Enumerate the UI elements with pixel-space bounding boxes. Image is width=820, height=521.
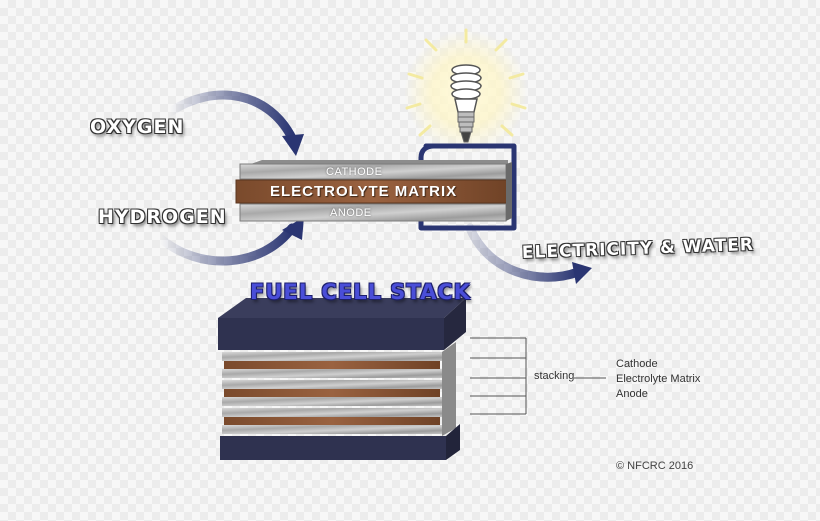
stacking-item-cathode: Cathode (616, 358, 658, 370)
stacking-item-anode: Anode (616, 388, 648, 400)
stacking-bracket (470, 337, 606, 415)
oxygen-arrow-icon (165, 90, 304, 156)
electrolyte-label: ELECTROLYTE MATRIX (270, 183, 458, 200)
stacking-item-electrolyte: Electrolyte Matrix (616, 373, 701, 385)
stacking-label: stacking (534, 370, 575, 382)
hydrogen-label: HYDROGEN (98, 206, 227, 228)
output-arrow-icon (465, 223, 592, 284)
stack-title: FUEL CELL STACK (250, 280, 472, 304)
copyright: © NFCRC 2016 (616, 460, 694, 472)
oxygen-label: OXYGEN (90, 116, 185, 138)
cathode-label: CATHODE (326, 166, 383, 178)
hydrogen-arrow-icon (155, 217, 304, 266)
fuel-cell-stack (218, 298, 466, 460)
single-fuel-cell (235, 160, 512, 222)
light-bulb-icon (404, 28, 528, 154)
anode-label: ANODE (330, 207, 372, 219)
